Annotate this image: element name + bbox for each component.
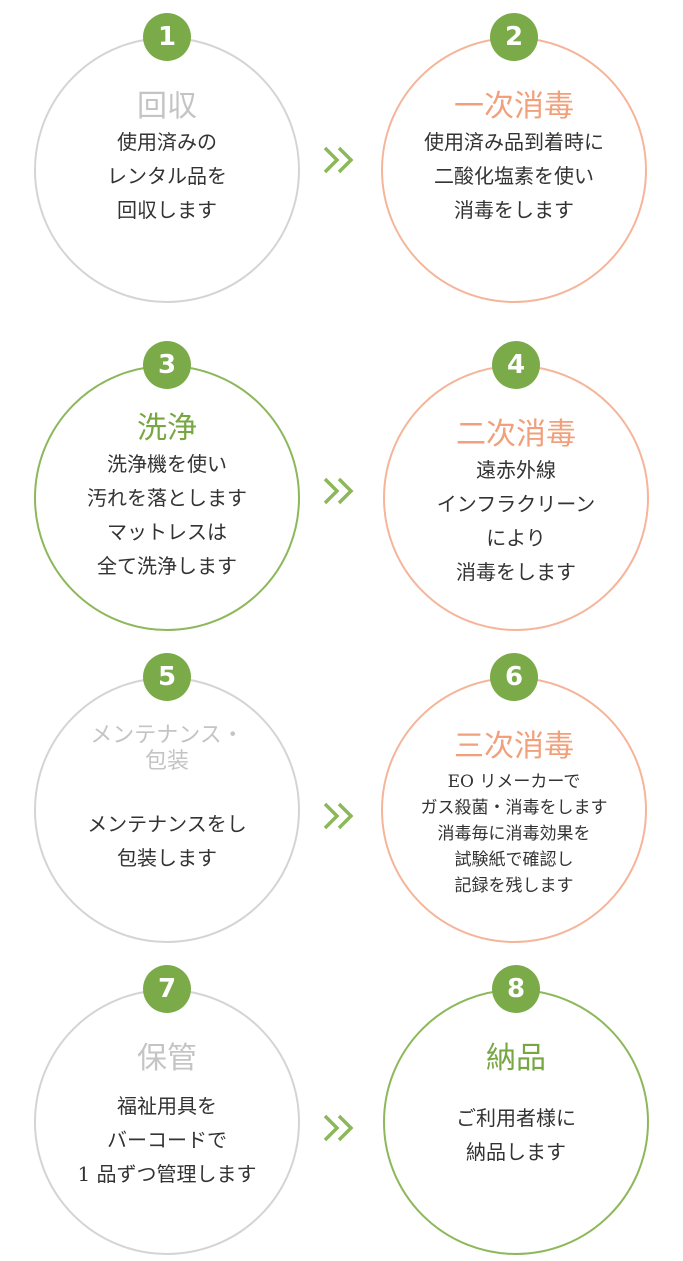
step-1-circle	[34, 37, 300, 303]
step-8-description: ご利用者様に 納品します	[456, 1106, 576, 1164]
step-2-badge: 2	[490, 13, 538, 61]
step-4-title: 二次消毒	[456, 417, 576, 452]
step-6-circle	[381, 677, 647, 943]
step-3-title: 洗浄	[137, 411, 197, 446]
step-8: 8 納品 ご利用者様に 納品します	[383, 965, 649, 1257]
step-5-circle	[34, 677, 300, 943]
step-4-circle	[383, 365, 649, 631]
step-3-badge: 3	[143, 341, 191, 389]
double-chevron-right-icon	[322, 144, 356, 180]
step-4-badge: 4	[492, 341, 540, 389]
step-8-badge: 8	[492, 965, 540, 1013]
double-chevron-right-icon	[322, 475, 356, 511]
step-7-description: 福祉用具を バーコードで 1 品ずつ管理します	[77, 1094, 257, 1186]
step-5-description: メンテナンスをし 包装します	[87, 812, 247, 870]
step-1-title: 回収	[137, 89, 197, 124]
step-4-description: 遠赤外線 インフラクリーン により 消毒をします	[436, 458, 596, 584]
step-3: 3 洗浄 洗浄機を使い 汚れを落とします マットレスは 全て洗浄します	[34, 341, 300, 633]
step-3-description: 洗浄機を使い 汚れを落とします マットレスは 全て洗浄します	[87, 452, 247, 578]
double-chevron-right-icon	[322, 1112, 356, 1148]
step-5: 5 メンテナンス・ 包装 メンテナンスをし 包装します	[34, 653, 300, 945]
step-2-description: 使用済み品到着時に 二酸化塩素を使い 消毒をします	[424, 130, 604, 222]
step-5-title: メンテナンス・ 包装	[90, 723, 244, 774]
step-2-circle	[381, 37, 647, 303]
step-1-description: 使用済みの レンタル品を 回収します	[107, 130, 227, 222]
step-4: 4 二次消毒 遠赤外線 インフラクリーン により 消毒をします	[383, 341, 649, 633]
double-chevron-right-icon	[322, 800, 356, 836]
step-7-title: 保管	[137, 1041, 197, 1076]
step-1-badge: 1	[143, 13, 191, 61]
step-3-circle	[34, 365, 300, 631]
step-2-title: 一次消毒	[454, 89, 574, 124]
step-6-description: EO リメーカーで ガス殺菌・消毒をします 消毒毎に消毒効果を 試験紙で確認し …	[420, 772, 608, 896]
step-7-circle	[34, 989, 300, 1255]
step-5-badge: 5	[143, 653, 191, 701]
step-7: 7 保管 福祉用具を バーコードで 1 品ずつ管理します	[34, 965, 300, 1257]
step-6-title: 三次消毒	[454, 729, 574, 764]
step-6: 6 三次消毒 EO リメーカーで ガス殺菌・消毒をします 消毒毎に消毒効果を 試…	[381, 653, 647, 945]
step-1: 1 回収 使用済みの レンタル品を 回収します	[34, 13, 300, 305]
step-8-title: 納品	[486, 1041, 546, 1076]
step-2: 2 一次消毒 使用済み品到着時に 二酸化塩素を使い 消毒をします	[381, 13, 647, 305]
step-6-badge: 6	[490, 653, 538, 701]
step-7-badge: 7	[143, 965, 191, 1013]
